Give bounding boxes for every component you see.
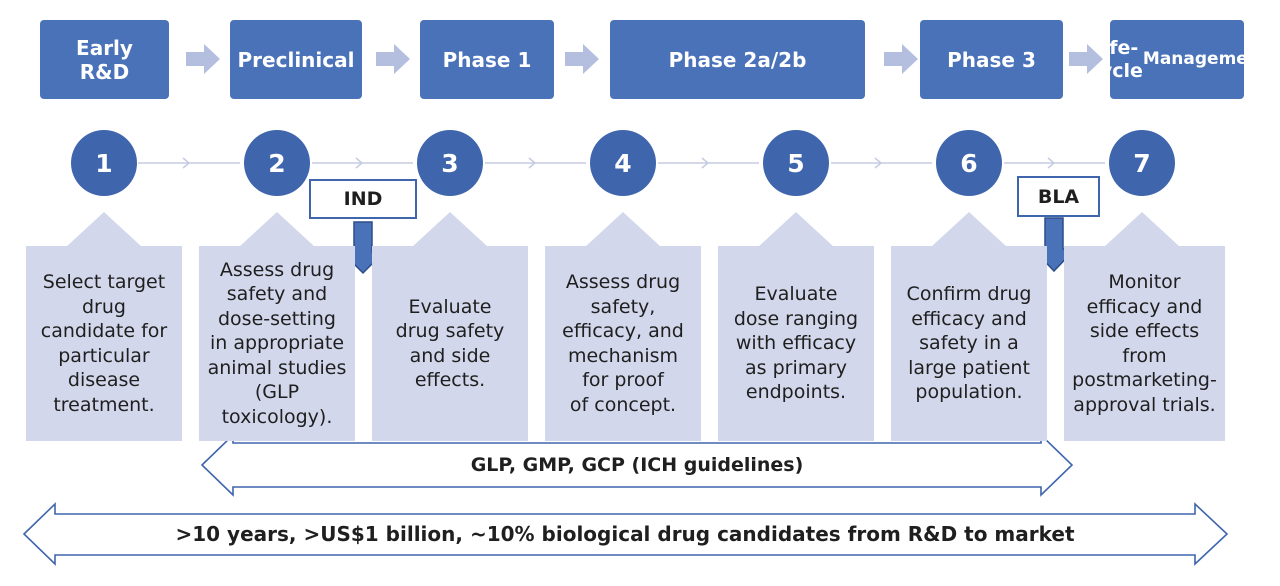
phase-arrow-icon: [565, 44, 599, 74]
step-1-description: Select target drug candidate for particu…: [26, 246, 182, 441]
bla-milestone-label: BLA: [1017, 176, 1100, 217]
phase-arrow-icon: [376, 44, 410, 74]
step-1-number: 1: [71, 130, 137, 196]
step-2-number: 2: [244, 130, 310, 196]
phase-arrow-icon: [884, 44, 918, 74]
step-connector-lines: [138, 157, 1105, 169]
ind-milestone-label: IND: [309, 179, 417, 219]
step-7-description: Monitor efficacy and side effects from p…: [1064, 246, 1225, 441]
phase-2a-2b: Phase 2a/2b: [610, 20, 865, 99]
guidelines-text: GLP, GMP, GCP (ICH guidelines): [470, 454, 804, 476]
step-5-description: Evaluate dose ranging with efficacy as p…: [718, 246, 874, 441]
phase-early-rd: Early R&D: [40, 20, 169, 99]
phase-arrow-icon: [186, 44, 220, 74]
step-3-number: 3: [417, 130, 483, 196]
step-2-description: Assess drug safety and dose-setting in a…: [199, 246, 355, 441]
summary-text: >10 years, >US$1 billion, ~10% biologica…: [175, 522, 1075, 546]
step-4-description: Assess drug safety, efficacy, and mechan…: [545, 246, 701, 441]
phase-life-cycle-line1: Life-Cycle: [1085, 36, 1143, 82]
phase-1: Phase 1: [420, 20, 554, 99]
phase-life-cycle: Life-Cycle Management: [1086, 20, 1268, 99]
summary-double-arrow-icon: [22, 502, 1229, 566]
step-6-number: 6: [936, 130, 1002, 196]
step-5-number: 5: [763, 130, 829, 196]
card-pointers: [66, 212, 1180, 247]
phase-preclinical: Preclinical: [230, 20, 362, 99]
step-6-description: Confirm drug efficacy and safety in a la…: [891, 246, 1047, 441]
step-7-number: 7: [1109, 130, 1175, 196]
step-3-description: Evaluate drug safety and side effects.: [372, 246, 528, 441]
phase-arrow-icon: [1069, 44, 1103, 74]
step-4-number: 4: [590, 130, 656, 196]
phase-life-cycle-line2: Management: [1142, 49, 1269, 70]
phase-3: Phase 3: [920, 20, 1063, 99]
